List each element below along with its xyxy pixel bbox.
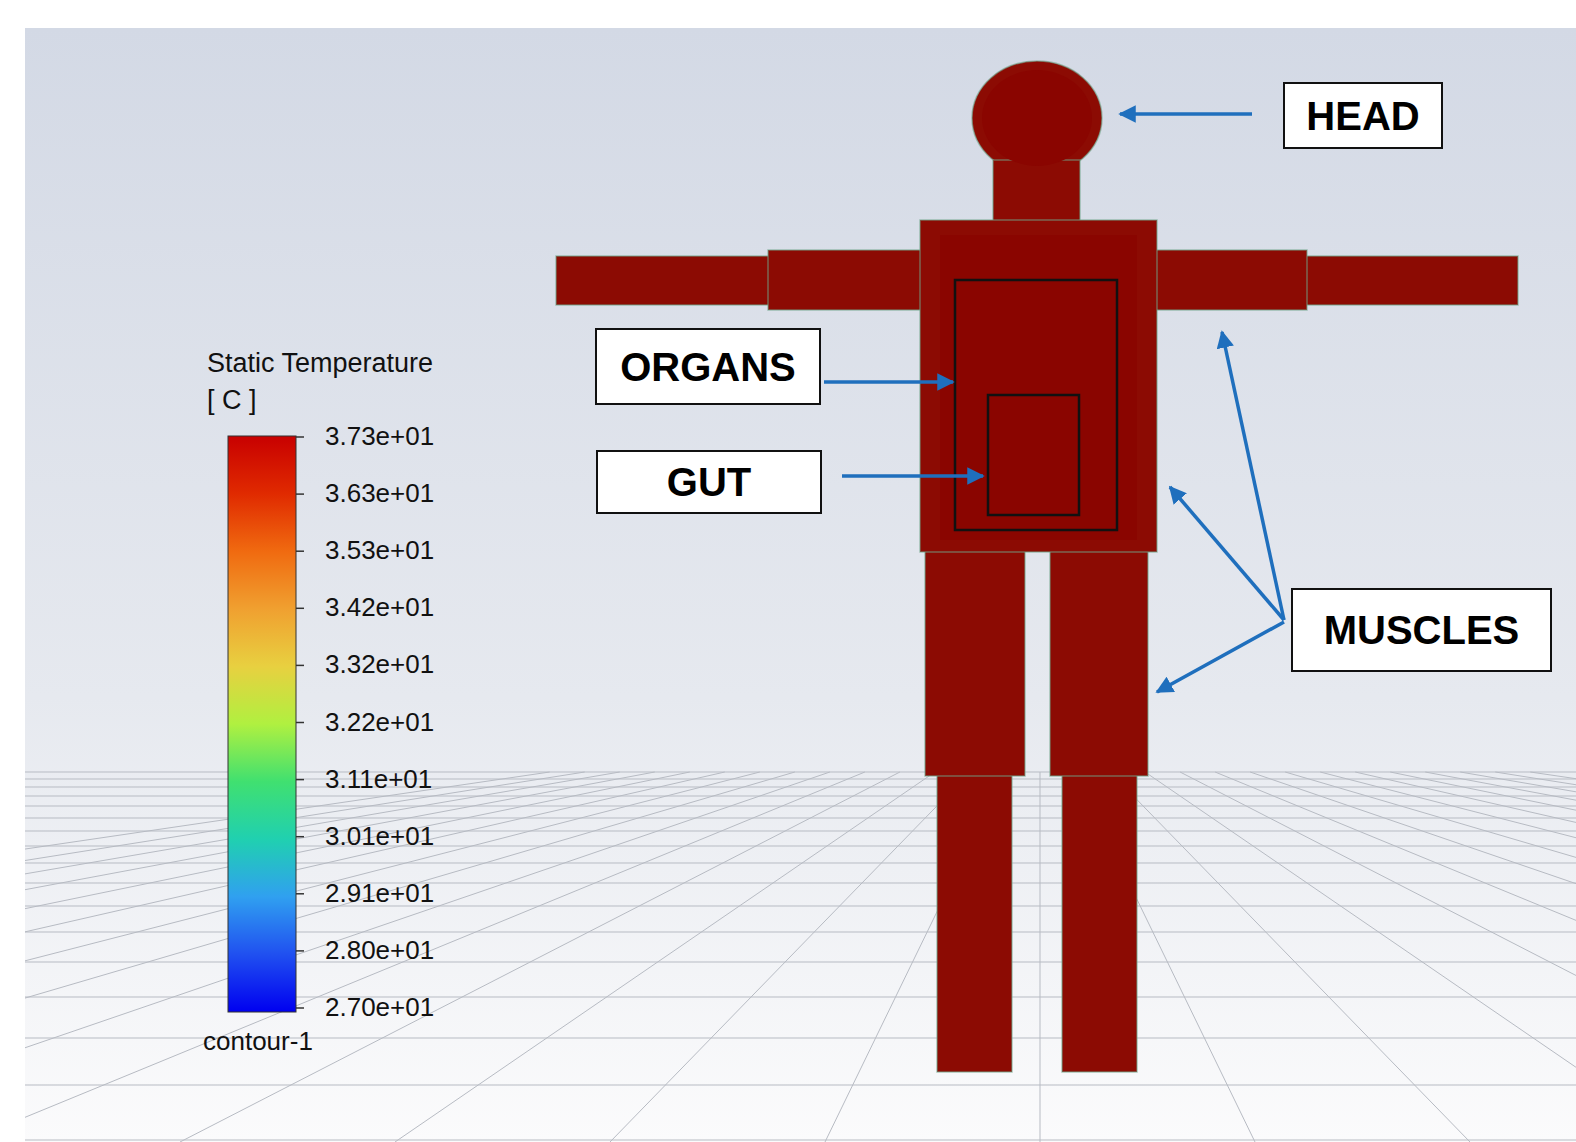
tick-label: 3.11e+01 bbox=[325, 765, 432, 794]
tick-label: 2.80e+01 bbox=[325, 936, 434, 965]
grid-line bbox=[25, 772, 655, 1142]
tick-mark bbox=[296, 436, 304, 438]
grid-line bbox=[1145, 772, 1576, 1142]
tick-label: 2.91e+01 bbox=[325, 879, 434, 908]
colorbar-title: Static Temperature bbox=[207, 349, 433, 379]
left-upper-arm bbox=[768, 250, 924, 310]
label-text: HEAD bbox=[1306, 94, 1419, 138]
grid-line bbox=[25, 772, 585, 1142]
human-body bbox=[556, 61, 1518, 1072]
neck-shape bbox=[993, 160, 1080, 224]
body-core bbox=[940, 70, 1137, 540]
grid-line bbox=[1215, 772, 1576, 1142]
grid-line bbox=[25, 772, 725, 1142]
tick-mark bbox=[296, 1007, 304, 1009]
label-text: MUSCLES bbox=[1324, 608, 1520, 652]
tick-label: 2.70e+01 bbox=[325, 993, 434, 1022]
tick-mark bbox=[296, 665, 304, 667]
grid-line bbox=[1320, 772, 1576, 1142]
grid-line bbox=[1460, 772, 1576, 1142]
grid-line bbox=[1180, 772, 1576, 1142]
tick-mark bbox=[296, 722, 304, 724]
colorbar-title: [ C ] bbox=[207, 386, 257, 416]
tick-label: 3.53e+01 bbox=[325, 536, 434, 565]
label-text: ORGANS bbox=[620, 345, 796, 389]
tick-mark bbox=[296, 779, 304, 781]
tick-label: 3.73e+01 bbox=[325, 422, 434, 451]
right-upper-arm bbox=[1153, 250, 1307, 310]
grid-line bbox=[25, 772, 865, 1142]
tick-label: 3.63e+01 bbox=[325, 479, 434, 508]
label-box: GUT bbox=[596, 450, 822, 514]
grid-line bbox=[1530, 772, 1576, 1142]
tick-mark bbox=[296, 893, 304, 895]
muscles-leader bbox=[1170, 487, 1284, 620]
grid-line bbox=[1110, 772, 1470, 1142]
tick-mark bbox=[296, 608, 304, 610]
label-box: HEAD bbox=[1283, 82, 1443, 149]
viewport-background bbox=[25, 28, 1576, 1142]
grid-line bbox=[25, 772, 690, 1142]
grid-line bbox=[1285, 772, 1576, 1142]
grid-line bbox=[25, 772, 830, 1142]
head-shape bbox=[972, 61, 1102, 175]
left-lower-leg bbox=[937, 772, 1012, 1072]
organs-region bbox=[955, 280, 1117, 530]
grid-line bbox=[395, 772, 935, 1142]
grid-line bbox=[1495, 772, 1576, 1142]
grid-line bbox=[25, 772, 760, 1142]
right-forearm bbox=[1304, 256, 1518, 305]
right-lower-leg bbox=[1062, 772, 1137, 1072]
tick-label: 3.32e+01 bbox=[325, 650, 434, 679]
grid-line bbox=[1390, 772, 1576, 1142]
tick-label: 3.01e+01 bbox=[325, 822, 434, 851]
grid-line bbox=[1040, 772, 1041, 1142]
grid-line bbox=[610, 772, 970, 1142]
torso-core bbox=[940, 235, 1137, 540]
grid-line bbox=[1355, 772, 1576, 1142]
head-core bbox=[982, 70, 1092, 166]
leader-arrows bbox=[824, 114, 1284, 692]
gut-leader bbox=[842, 474, 983, 478]
left-thigh bbox=[925, 546, 1025, 776]
tick-mark bbox=[296, 836, 304, 838]
right-thigh bbox=[1050, 546, 1148, 776]
muscles-leader bbox=[1222, 332, 1284, 620]
torso-shape bbox=[920, 220, 1157, 552]
color-bar bbox=[228, 436, 296, 1012]
label-box: ORGANS bbox=[595, 328, 821, 405]
grid-line bbox=[25, 1140, 1576, 1141]
tick-mark bbox=[296, 493, 304, 495]
label-box: MUSCLES bbox=[1291, 588, 1552, 672]
grid-line bbox=[25, 772, 620, 1142]
grid-line bbox=[1250, 772, 1576, 1142]
left-forearm bbox=[556, 256, 772, 305]
tick-mark bbox=[296, 550, 304, 552]
contour-name: contour-1 bbox=[203, 1027, 313, 1056]
grid-line bbox=[25, 772, 795, 1142]
tick-label: 3.42e+01 bbox=[325, 593, 434, 622]
tick-mark bbox=[296, 950, 304, 952]
grid-line bbox=[1425, 772, 1576, 1142]
tick-label: 3.22e+01 bbox=[325, 708, 434, 737]
organs-leader bbox=[824, 380, 953, 384]
grid-line bbox=[25, 1085, 1576, 1086]
label-text: GUT bbox=[667, 460, 751, 504]
muscles-leader bbox=[1157, 622, 1284, 692]
color-bar-ticks bbox=[296, 437, 304, 1008]
head-leader bbox=[1120, 112, 1252, 116]
gut-region bbox=[988, 395, 1079, 515]
